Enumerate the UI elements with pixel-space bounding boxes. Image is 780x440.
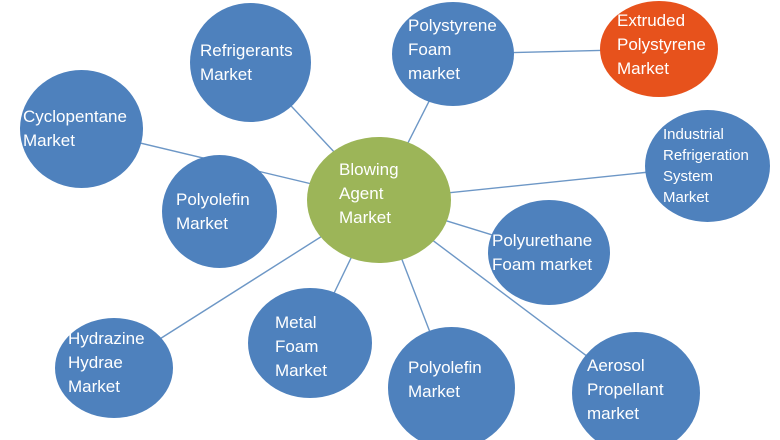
node-label-line: Agent [339,184,384,203]
node-label-line: System [663,168,714,185]
node-label-line: Foam [275,337,319,356]
node-label-line: Hydrae [68,353,123,372]
node-label-line: Market [663,189,709,206]
node-label-line: market [408,64,460,83]
node-label-line: Foam [408,40,452,59]
node-label-line: Market [275,361,327,380]
node-label-line: Polystyrene [617,35,706,54]
node-label-line: Polyolefin [408,358,482,377]
node-label-line: Market [339,208,391,227]
node-label-line: Market [68,377,120,396]
node-label-line: Extruded [617,11,686,30]
node-label-line: Market [200,64,252,84]
node-label-line: Market [23,131,75,150]
node-label-line: Industrial [663,126,724,143]
node-label-line: Blowing [339,160,399,179]
node-label-line: Refrigeration [663,147,749,164]
node-label-line: Market [617,59,669,78]
node-label-line: market [587,404,639,423]
node-label-line: Cyclopentane [23,107,127,126]
node-label-line: Refrigerants [200,40,293,60]
node-label-line: Foam market [492,254,593,274]
node-label-line: Market [176,213,228,233]
node-label-line: Polyolefin [176,189,250,209]
node-label-line: Polystyrene [408,16,497,35]
node-label-line: Hydrazine [68,329,145,348]
node-label-line: Metal [275,313,317,332]
node-label-line: Polyurethane [492,230,593,250]
node-label-line: Market [408,382,460,401]
node-label-line: Propellant [587,380,664,399]
node-label-line: Aerosol [587,356,645,375]
